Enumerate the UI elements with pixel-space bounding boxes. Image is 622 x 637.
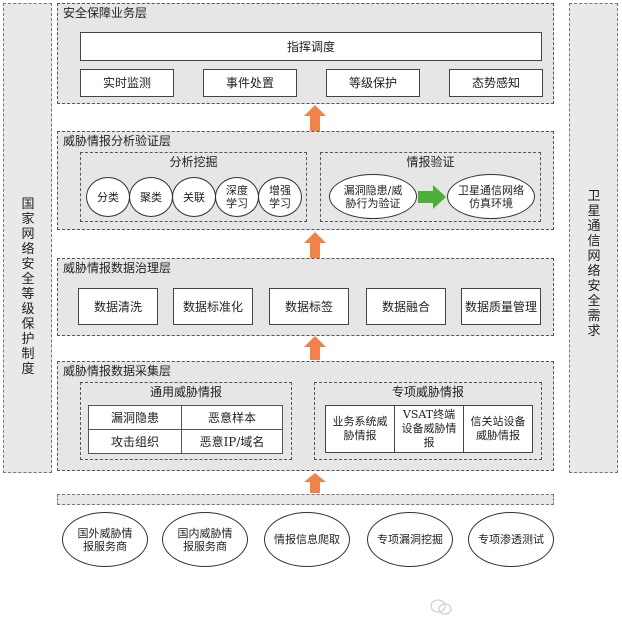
special-intel-item: 信关站设备威胁情报 (463, 405, 533, 453)
layer-collection: 威胁情报数据采集层 通用威胁情报 漏洞隐患 恶意样本 攻击组织 恶意IP/域名 … (57, 361, 554, 471)
verify-target: 卫星通信网络仿真环境 (447, 174, 535, 219)
mining-panel: 分析挖掘 分类 聚类 关联 深度学习 增强学习 (80, 152, 307, 222)
up-arrow-icon (304, 473, 326, 493)
verify-panel: 情报验证 漏洞隐患/威胁行为验证 卫星通信网络仿真环境 (320, 152, 541, 222)
left-side-panel: 国家网络安全等级保护制度 (3, 3, 52, 473)
mining-item: 聚类 (129, 177, 173, 217)
general-intel-panel: 通用威胁情报 漏洞隐患 恶意样本 攻击组织 恶意IP/域名 (80, 382, 292, 460)
governance-item: 数据标准化 (173, 288, 253, 325)
mining-title: 分析挖掘 (169, 155, 218, 169)
right-arrow-icon (418, 185, 446, 209)
layer-analysis: 威胁情报分析验证层 分析挖掘 分类 聚类 关联 深度学习 增强学习 情报验证 漏… (57, 131, 554, 230)
general-intel-item: 攻击组织 (88, 429, 182, 454)
source-item: 国内威胁情报服务商 (162, 512, 248, 567)
layer-governance-title: 威胁情报数据治理层 (63, 261, 172, 275)
layer-collection-title: 威胁情报数据采集层 (63, 364, 172, 378)
governance-item: 数据融合 (366, 288, 446, 325)
watermark-logo-icon (430, 599, 452, 615)
left-side-label: 国家网络安全等级保护制度 (21, 197, 35, 377)
layer-governance: 威胁情报数据治理层 数据清洗 数据标准化 数据标签 数据融合 数据质量管理 (57, 258, 554, 336)
right-side-panel: 卫星通信网络安全需求 (569, 3, 618, 473)
up-arrow-icon (304, 336, 326, 360)
business-item: 事件处置 (203, 69, 297, 97)
source-item: 情报信息爬取 (264, 512, 350, 567)
business-item: 态势感知 (449, 69, 543, 97)
right-side-label: 卫星通信网络安全需求 (587, 189, 601, 339)
governance-item: 数据清洗 (78, 288, 158, 325)
verify-title: 情报验证 (406, 155, 455, 169)
mining-item: 增强学习 (258, 177, 302, 217)
source-item: 专项渗透测试 (468, 512, 554, 567)
source-item: 国外威胁情报服务商 (62, 512, 148, 567)
verify-source: 漏洞隐患/威胁行为验证 (329, 174, 417, 219)
source-item: 专项漏洞挖掘 (367, 512, 453, 567)
governance-item: 数据质量管理 (461, 288, 541, 325)
mining-item: 关联 (172, 177, 216, 217)
general-intel-title: 通用威胁情报 (149, 385, 222, 399)
mining-item: 深度学习 (215, 177, 259, 217)
special-intel-item: 业务系统威胁情报 (325, 405, 395, 453)
special-intel-item: VSAT终端设备威胁情报 (394, 405, 464, 453)
layer-business-title: 安全保障业务层 (63, 6, 148, 20)
special-intel-panel: 专项威胁情报 业务系统威胁情报 VSAT终端设备威胁情报 信关站设备威胁情报 (314, 382, 542, 460)
general-intel-item: 恶意样本 (181, 405, 283, 430)
business-item: 实时监测 (80, 69, 174, 97)
up-arrow-icon (304, 105, 326, 131)
source-bar (57, 494, 554, 505)
business-item: 等级保护 (326, 69, 420, 97)
general-intel-item: 恶意IP/域名 (181, 429, 283, 454)
layer-business: 安全保障业务层 指挥调度 实时监测 事件处置 等级保护 态势感知 (57, 3, 554, 104)
up-arrow-icon (304, 232, 326, 258)
command-box: 指挥调度 (80, 32, 542, 61)
mining-item: 分类 (86, 177, 130, 217)
special-intel-title: 专项威胁情报 (391, 385, 464, 399)
general-intel-item: 漏洞隐患 (88, 405, 182, 430)
layer-analysis-title: 威胁情报分析验证层 (63, 134, 172, 148)
governance-item: 数据标签 (269, 288, 349, 325)
